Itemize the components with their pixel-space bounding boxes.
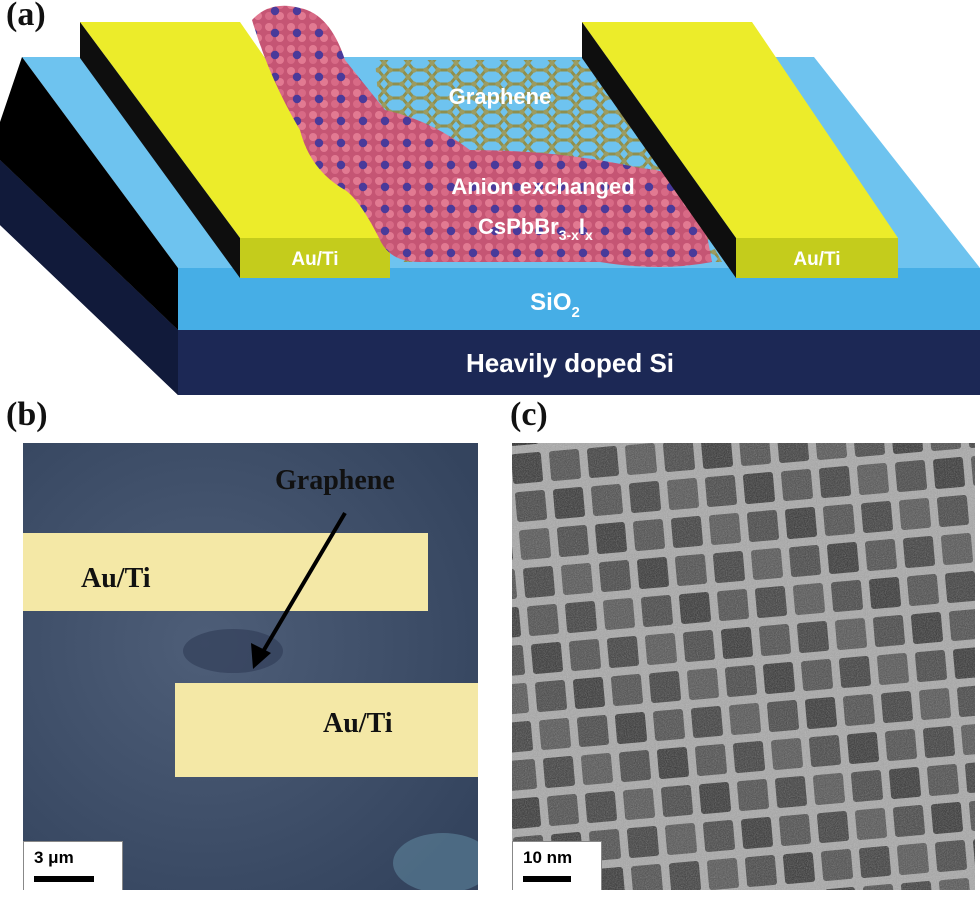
optical-micrograph: Graphene Au/Ti Au/Ti 3 μm xyxy=(23,443,478,890)
device-schematic: Graphene Anion exchanged CsPbBr3-xIx Au/… xyxy=(0,5,980,395)
silicon-layer xyxy=(0,160,980,395)
graphene-label: Graphene xyxy=(449,84,552,109)
bottom-electrode xyxy=(175,683,478,777)
perovskite-formula: CsPbBr3-xIx xyxy=(478,214,593,243)
panel-b-label: (b) xyxy=(6,396,48,433)
silicon-label: Heavily doped Si xyxy=(466,348,674,378)
perovskite-label-line1: Anion exchanged xyxy=(451,174,634,199)
bottom-electrode-label: Au/Ti xyxy=(323,708,393,739)
right-electrode xyxy=(582,22,898,278)
graphene-arrow xyxy=(259,511,347,657)
scale-bar-c: 10 nm xyxy=(512,841,602,890)
scale-bar-b: 3 μm xyxy=(23,841,123,890)
panel-c-label: (c) xyxy=(510,396,548,433)
perovskite-layer xyxy=(252,5,712,267)
scale-bar-c-label: 10 nm xyxy=(523,848,573,867)
tem-image: 10 nm xyxy=(512,443,975,890)
right-electrode-label: Au/Ti xyxy=(793,249,840,270)
top-electrode xyxy=(23,533,428,611)
left-electrode-label: Au/Ti xyxy=(291,249,338,270)
scale-bar-b-label: 3 μm xyxy=(34,848,74,867)
panel-a-label: (a) xyxy=(6,0,46,33)
top-electrode-label: Au/Ti xyxy=(81,563,151,594)
sio2-label: SiO2 xyxy=(530,289,580,321)
left-electrode xyxy=(80,22,390,278)
graphene-callout: Graphene xyxy=(275,465,395,496)
